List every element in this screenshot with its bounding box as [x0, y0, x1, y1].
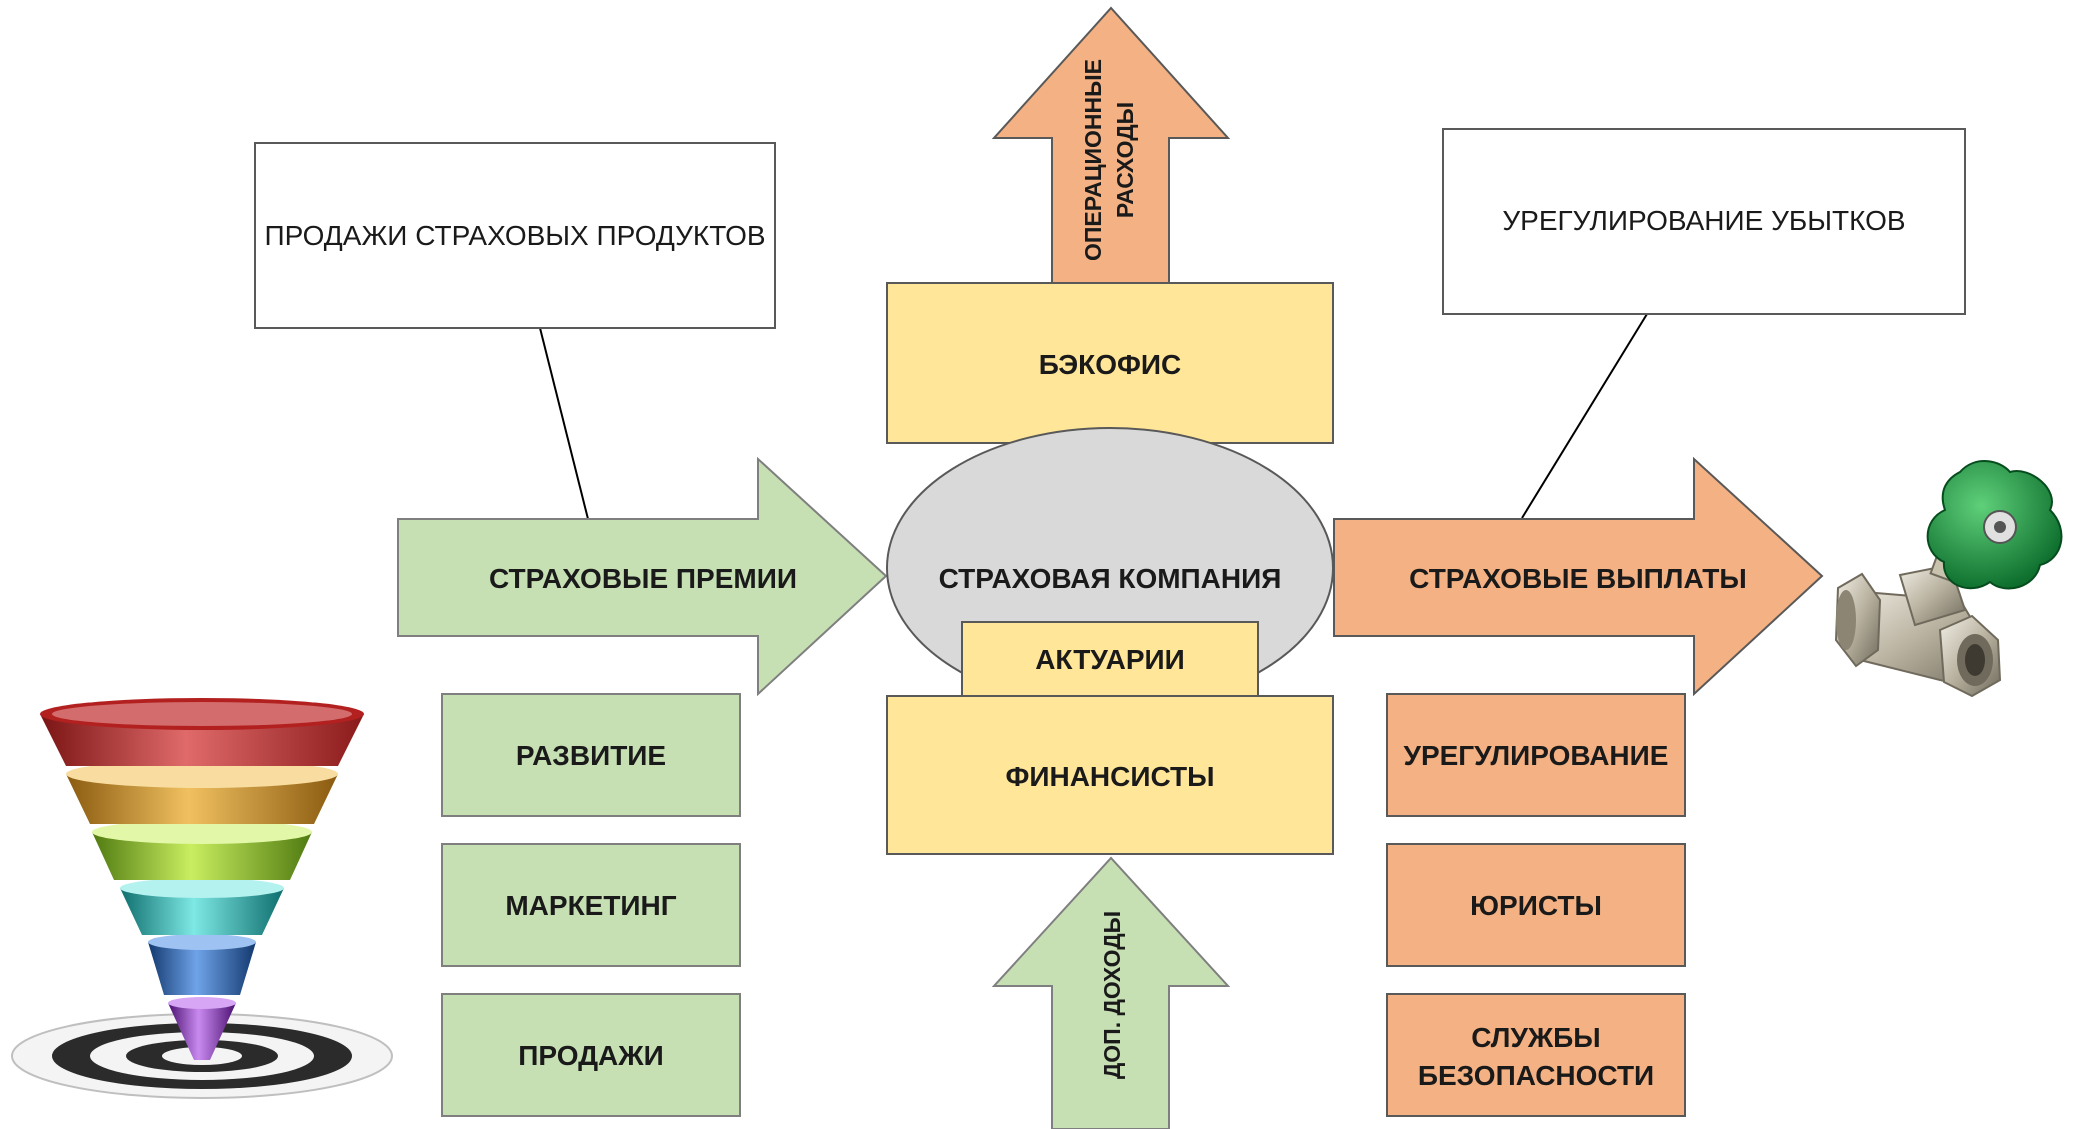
sales-callout-connector [539, 327, 589, 520]
premiums-label: СТРАХОВЫЕ ПРЕМИИ [489, 563, 797, 594]
right-unit-security: СЛУЖБЫ БЕЗОПАСНОСТИ [1386, 993, 1686, 1117]
backoffice-box: БЭКОФИС [886, 282, 1334, 444]
claims-settlement-label: УРЕГУЛИРОВАНИЕ УБЫТКОВ [1502, 205, 1905, 236]
claims-callout-connector [1521, 313, 1648, 519]
sales-funnel-icon [11, 698, 393, 1099]
payouts-label: СТРАХОВЫЕ ВЫПЛАТЫ [1409, 563, 1747, 594]
sales-products-callout: ПРОДАЖИ СТРАХОВЫХ ПРОДУКТОВ [254, 142, 776, 329]
left-unit-label: МАРКЕТИНГ [505, 890, 676, 921]
financiers-label: ФИНАНСИСТЫ [1005, 761, 1214, 792]
right-unit-lawyers: ЮРИСТЫ [1386, 843, 1686, 967]
left-unit-sales: ПРОДАЖИ [441, 993, 741, 1117]
left-unit-marketing: МАРКЕТИНГ [441, 843, 741, 967]
left-unit-label: ПРОДАЖИ [518, 1040, 663, 1071]
right-unit-label: УРЕГУЛИРОВАНИЕ [1404, 740, 1669, 771]
right-unit-label: ЮРИСТЫ [1470, 890, 1602, 921]
right-unit-settlement: УРЕГУЛИРОВАНИЕ [1386, 693, 1686, 817]
operating-costs-arrow: ОПЕРАЦИОННЫЕ РАСХОДЫ [991, 6, 1231, 284]
extra-income-arrow: ДОП. ДОХОДЫ [991, 856, 1231, 1129]
backoffice-label: БЭКОФИС [1039, 349, 1181, 380]
claims-settlement-callout: УРЕГУЛИРОВАНИЕ УБЫТКОВ [1442, 128, 1966, 315]
premiums-arrow: СТРАХОВЫЕ ПРЕМИИ [397, 456, 888, 697]
right-unit-label-2: БЕЗОПАСНОСТИ [1418, 1060, 1654, 1091]
actuaries-box: АКТУАРИИ [961, 621, 1259, 697]
left-unit-label: РАЗВИТИЕ [516, 740, 666, 771]
water-valve-icon [1834, 460, 2063, 698]
sales-products-label: ПРОДАЖИ СТРАХОВЫХ ПРОДУКТОВ [264, 220, 765, 251]
operating-costs-label-1: ОПЕРАЦИОННЫЕ [1080, 59, 1106, 261]
actuaries-label: АКТУАРИИ [1035, 644, 1185, 675]
operating-costs-label-2: РАСХОДЫ [1112, 102, 1138, 218]
right-unit-label-1: СЛУЖБЫ [1471, 1022, 1600, 1053]
financiers-box: ФИНАНСИСТЫ [886, 695, 1334, 855]
payouts-arrow: СТРАХОВЫЕ ВЫПЛАТЫ [1333, 456, 1824, 697]
extra-income-label: ДОП. ДОХОДЫ [1099, 911, 1125, 1079]
insurance-company-label: СТРАХОВАЯ КОМПАНИЯ [939, 563, 1282, 594]
left-unit-development: РАЗВИТИЕ [441, 693, 741, 817]
